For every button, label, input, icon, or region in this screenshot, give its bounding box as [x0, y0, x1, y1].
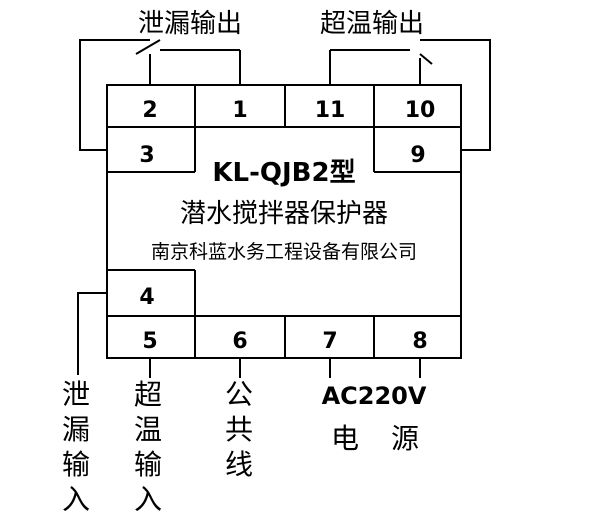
leak-output-switch-arm [135, 39, 161, 55]
power-label-char-2: 源 [391, 422, 419, 455]
overtemp-input-char-3: 输 [134, 448, 162, 481]
overtemp-output-switch-arm [419, 53, 433, 65]
terminal-7-label: 7 [322, 329, 337, 354]
common-line-char-2: 共 [225, 413, 253, 446]
overtemp-output-wire-9 [420, 39, 491, 151]
leak-output-label: 泄漏输出 [138, 9, 242, 39]
terminal-10-label: 10 [405, 98, 436, 123]
power-voltage-label: AC220V [322, 382, 427, 410]
leak-input-char-3: 输 [62, 448, 90, 481]
leak-input-char-4: 入 [62, 483, 90, 516]
common-line-char-3: 线 [225, 448, 253, 481]
terminal-5-label: 5 [142, 329, 157, 354]
leak-output-wire-3 [79, 39, 150, 151]
overtemp-input-char-4: 入 [134, 483, 162, 516]
common-line-char-1: 公 [225, 378, 253, 411]
overtemp-input-char-2: 温 [134, 413, 162, 446]
product-name: 潜水搅拌器保护器 [180, 199, 388, 229]
leak-input-char-2: 漏 [62, 413, 90, 446]
leak-input-wire-4 [77, 292, 107, 375]
terminal-4-label: 4 [139, 285, 154, 310]
leak-input-char-1: 泄 [62, 378, 90, 411]
terminal-3-label: 3 [139, 143, 154, 168]
company-name: 南京科蓝水务工程设备有限公司 [151, 241, 417, 263]
terminal-2-label: 2 [142, 98, 157, 123]
model-number: KL-QJB2型 [212, 158, 355, 188]
terminal-9-label: 9 [410, 143, 425, 168]
overtemp-output-label: 超温输出 [320, 9, 424, 39]
terminal-11-label: 11 [315, 98, 346, 123]
device-outline [106, 84, 462, 359]
power-label-char-1: 电 [331, 422, 359, 455]
terminal-1-label: 1 [232, 98, 247, 123]
overtemp-input-char-1: 超 [134, 378, 162, 411]
terminal-6-label: 6 [232, 329, 247, 354]
terminal-8-label: 8 [412, 329, 427, 354]
